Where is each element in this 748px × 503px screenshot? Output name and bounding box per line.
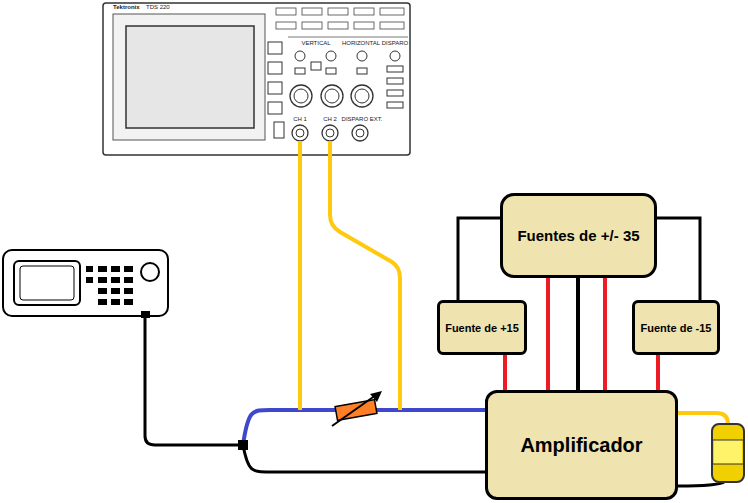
block-box: Fuente de -15 [632, 300, 720, 355]
supply-wire [576, 278, 580, 390]
scope-body [103, 3, 410, 155]
top-button [276, 8, 296, 15]
ground-wire [145, 318, 243, 445]
bnc-center [356, 129, 364, 137]
block-label: Fuente de +15 [445, 322, 519, 334]
volts-knob [290, 85, 312, 107]
scope-screen [126, 26, 254, 128]
block-box: Fuente de +15 [437, 300, 527, 355]
trigger-button [387, 102, 403, 108]
sec-knob [351, 85, 373, 107]
supply-wire [546, 278, 550, 390]
supply-wire [458, 218, 500, 300]
top-button [328, 8, 348, 15]
block-label: Amplificador [520, 434, 642, 457]
position-knob [326, 51, 336, 61]
key [124, 288, 133, 294]
volts-knob [321, 85, 343, 107]
ground-wire [243, 445, 486, 472]
generator-knob [141, 263, 159, 281]
trigger-button [387, 90, 403, 96]
top-button [380, 8, 404, 15]
variable-arrow [332, 395, 376, 426]
bnc-center [326, 129, 334, 137]
menu-button [268, 62, 282, 74]
key [111, 266, 120, 272]
supply-wire [503, 355, 507, 390]
probe-cable [330, 141, 400, 410]
generator-body [3, 250, 168, 316]
load-line [712, 464, 744, 465]
ch-menu-button [295, 68, 305, 74]
menu-button [268, 42, 282, 54]
top-button [354, 22, 374, 29]
top-button [354, 8, 374, 15]
load-body [712, 424, 744, 482]
panel-label: HORIZONTAL [342, 40, 380, 47]
block-box: Amplificador [485, 390, 678, 500]
bnc-center [296, 129, 304, 137]
block-box: Fuentes de +/- 35 [500, 193, 657, 278]
block-label: Fuentes de +/- 35 [517, 227, 639, 244]
key [98, 266, 107, 272]
panel-label: TDS 220 [146, 4, 170, 11]
junction [238, 440, 248, 450]
bnc-connector [322, 125, 338, 141]
volts-knob-inner [325, 89, 339, 103]
probe-comp [274, 122, 284, 138]
top-button [302, 22, 322, 29]
load-line [712, 440, 744, 441]
panel-label: Tektronix [113, 4, 140, 11]
key [124, 299, 133, 305]
key [124, 266, 133, 272]
supply-wire [603, 278, 607, 390]
menu-button [268, 82, 282, 94]
trigger-button [387, 78, 403, 84]
generator-output [141, 311, 150, 318]
key [111, 288, 120, 294]
ch-menu-button [326, 68, 336, 74]
generator-display [20, 266, 74, 300]
position-knob [295, 51, 305, 61]
key [98, 277, 107, 283]
output-cable [678, 413, 728, 424]
load-band [714, 440, 742, 464]
menu-button [268, 102, 282, 114]
top-button [276, 22, 296, 29]
top-button [328, 22, 348, 29]
variable-arrowhead [370, 391, 382, 402]
panel-divider [288, 37, 408, 38]
supply-wire [657, 218, 700, 300]
level-knob [390, 51, 400, 61]
panel-label: DISPARO EXT. [342, 116, 383, 123]
hor-menu-button [357, 68, 367, 74]
key [98, 299, 107, 305]
key [86, 266, 93, 272]
volts-knob-inner [294, 89, 308, 103]
top-button [302, 8, 322, 15]
key [111, 277, 120, 283]
supply-wire [656, 355, 660, 390]
bnc-connector [352, 125, 368, 141]
key [98, 288, 107, 294]
block-label: Fuente de -15 [641, 322, 712, 334]
panel-label: VERTICAL [301, 40, 330, 47]
scope-bezel [113, 14, 265, 140]
probe-cable [298, 141, 302, 410]
key [124, 277, 133, 283]
bnc-connector [292, 125, 308, 141]
panel-label: DISPARO [382, 40, 409, 47]
key [86, 277, 93, 283]
position-knob [357, 51, 367, 61]
sec-knob-inner [355, 89, 369, 103]
generator-screen [14, 261, 80, 305]
top-button [380, 22, 404, 29]
panel-label: CH 2 [323, 116, 337, 123]
panel-label: CH 1 [293, 116, 307, 123]
key [111, 299, 120, 305]
math-button [311, 62, 321, 70]
trigger-button [387, 66, 403, 72]
